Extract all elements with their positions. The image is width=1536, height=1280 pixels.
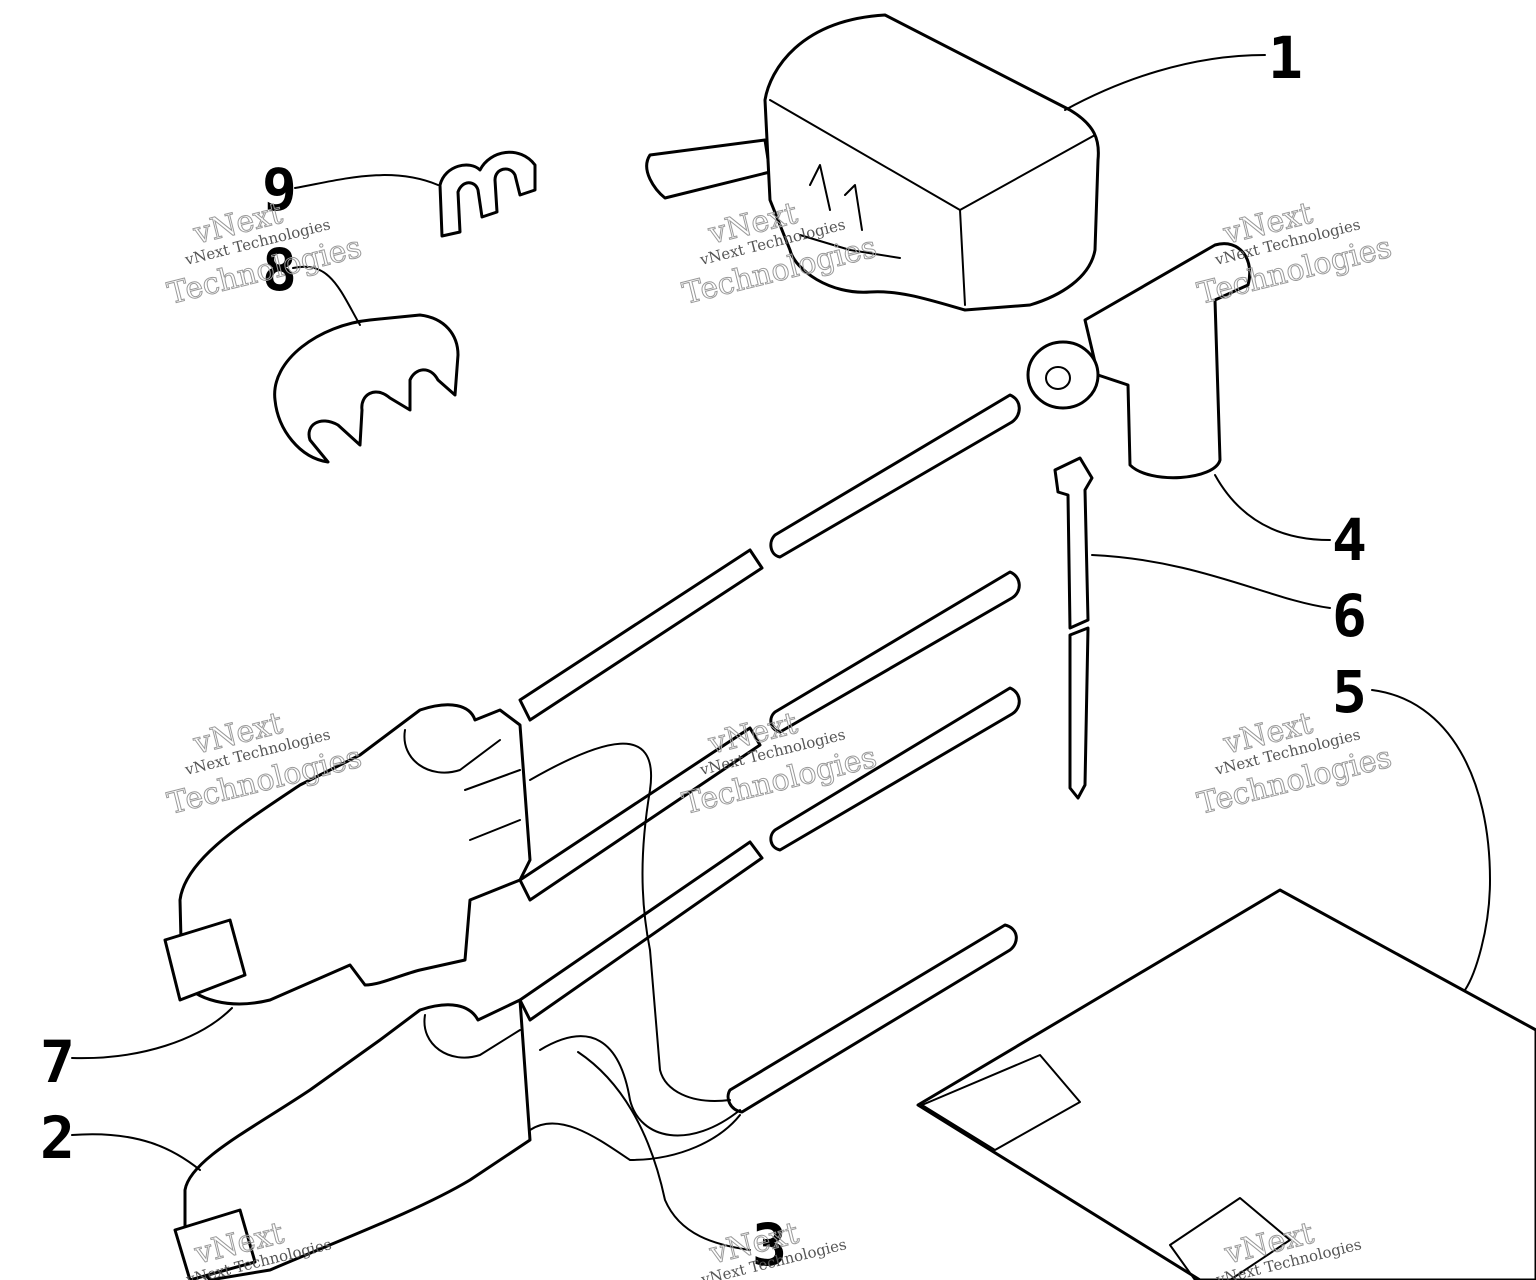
watermark-top-left: vNext vNext Technologies Technologies — [164, 195, 366, 312]
callout-4: 4 — [1332, 506, 1367, 574]
cable-tie — [1053, 456, 1094, 800]
callout-5: 5 — [1332, 658, 1367, 726]
callout-3: 3 — [752, 1211, 787, 1279]
ignition-coil-lower — [173, 998, 532, 1280]
callout-1: 1 — [1268, 24, 1303, 92]
double-clip — [438, 150, 537, 238]
triple-holder — [273, 313, 460, 464]
callout-7: 7 — [40, 1028, 75, 1096]
callout-6: 6 — [1332, 582, 1367, 650]
spark-plug-cap — [1026, 242, 1252, 480]
wire-tubes — [518, 393, 1021, 1161]
adhesive-sheet — [916, 888, 1536, 1280]
callout-2: 2 — [40, 1104, 75, 1172]
leader-lines — [71, 54, 1492, 1251]
ignition-cover — [645, 13, 1100, 312]
callout-labels: 1 2 3 4 5 6 7 8 9 — [40, 24, 1367, 1279]
ignition-coil-upper — [163, 703, 532, 1006]
callout-8: 8 — [262, 236, 297, 304]
callout-9: 9 — [262, 156, 297, 224]
